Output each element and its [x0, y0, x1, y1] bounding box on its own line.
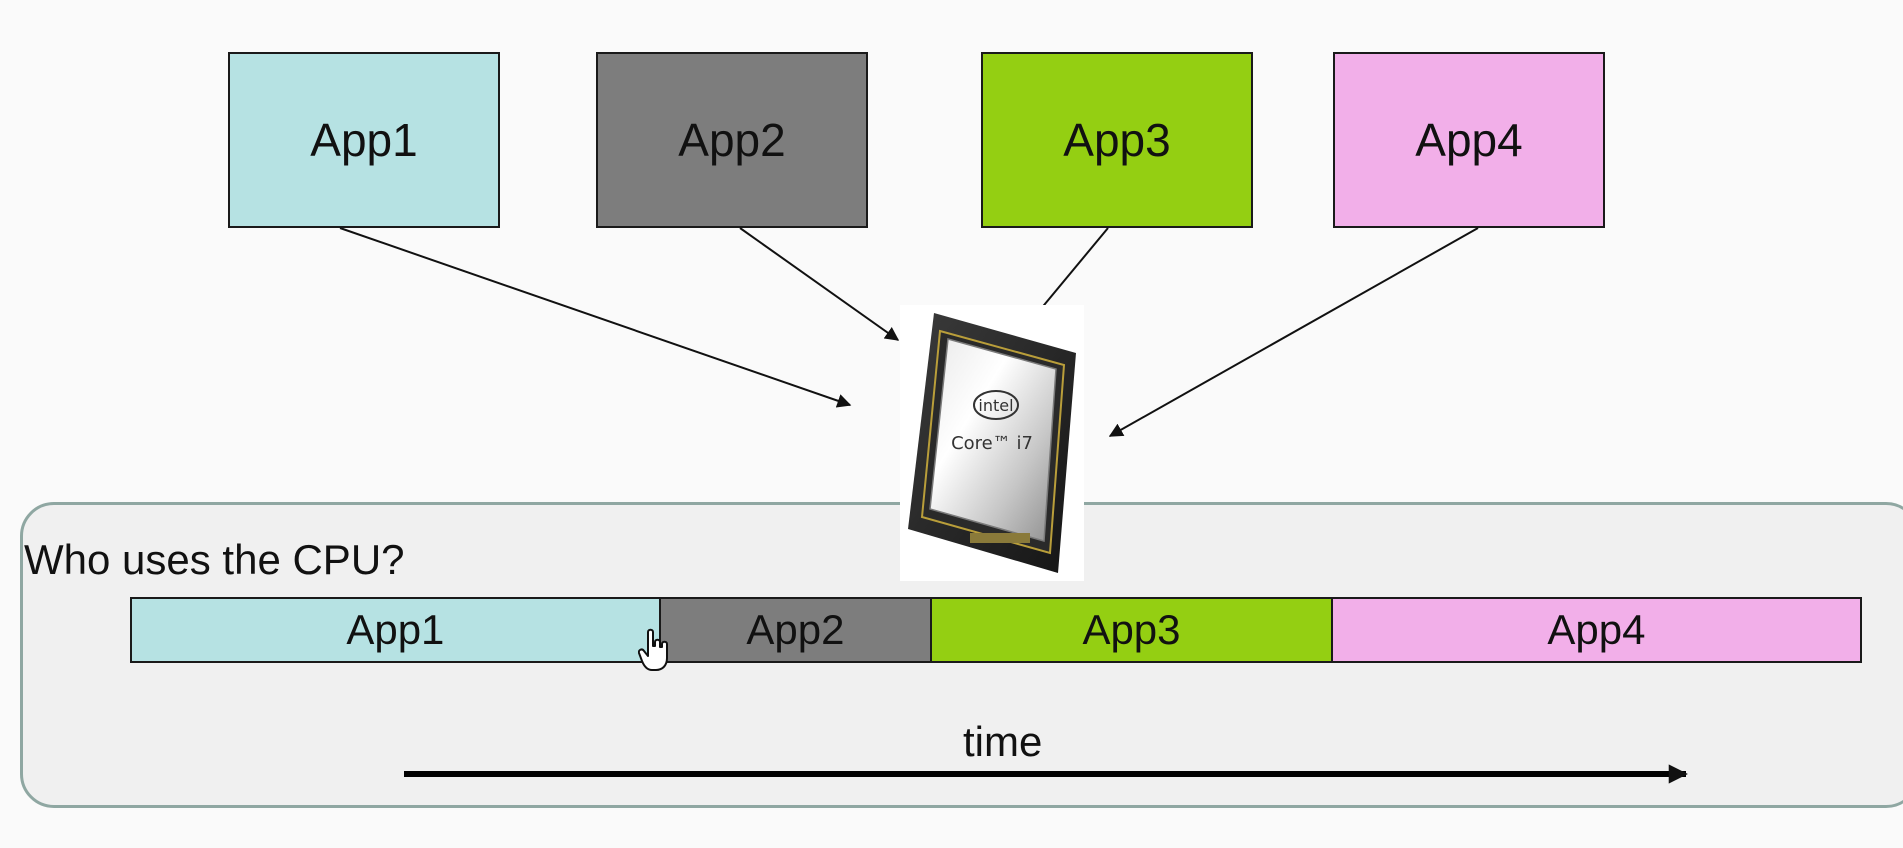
app1-box: App1 — [228, 52, 500, 228]
app4-box: App4 — [1333, 52, 1605, 228]
timeline-segment-label: App2 — [746, 606, 845, 653]
app2-label: App2 — [678, 114, 786, 166]
timeline-segment-app4: App4 — [1332, 599, 1860, 661]
arrow-app2-to-cpu — [739, 227, 900, 341]
cpu-brand-text: intel — [978, 396, 1013, 415]
arrow-app4-to-cpu — [1108, 227, 1479, 437]
app3-label: App3 — [1063, 114, 1171, 166]
panel-title: Who uses the CPU? — [24, 536, 405, 583]
cpu-chip-icon: intel Core™ i7 — [900, 305, 1084, 581]
time-axis-label: time — [963, 718, 1043, 765]
timeline-segment-label: App1 — [346, 606, 445, 653]
arrow-app1-to-cpu — [339, 227, 852, 408]
timeline-segment-app2: App2 — [660, 599, 933, 661]
app2-box: App2 — [596, 52, 868, 228]
app4-label: App4 — [1415, 114, 1523, 166]
timeline-segment-app3: App3 — [932, 599, 1333, 661]
hand-cursor-icon — [637, 628, 672, 677]
cpu-model-text: Core™ i7 — [951, 433, 1033, 454]
cpu-timeline: App1 App2 App3 App4 — [130, 597, 1862, 663]
app3-box: App3 — [981, 52, 1253, 228]
timeline-segment-label: App4 — [1547, 606, 1646, 653]
timeline-segment-label: App3 — [1082, 606, 1181, 653]
app1-label: App1 — [310, 114, 418, 166]
timeline-segment-app1: App1 — [132, 599, 661, 661]
